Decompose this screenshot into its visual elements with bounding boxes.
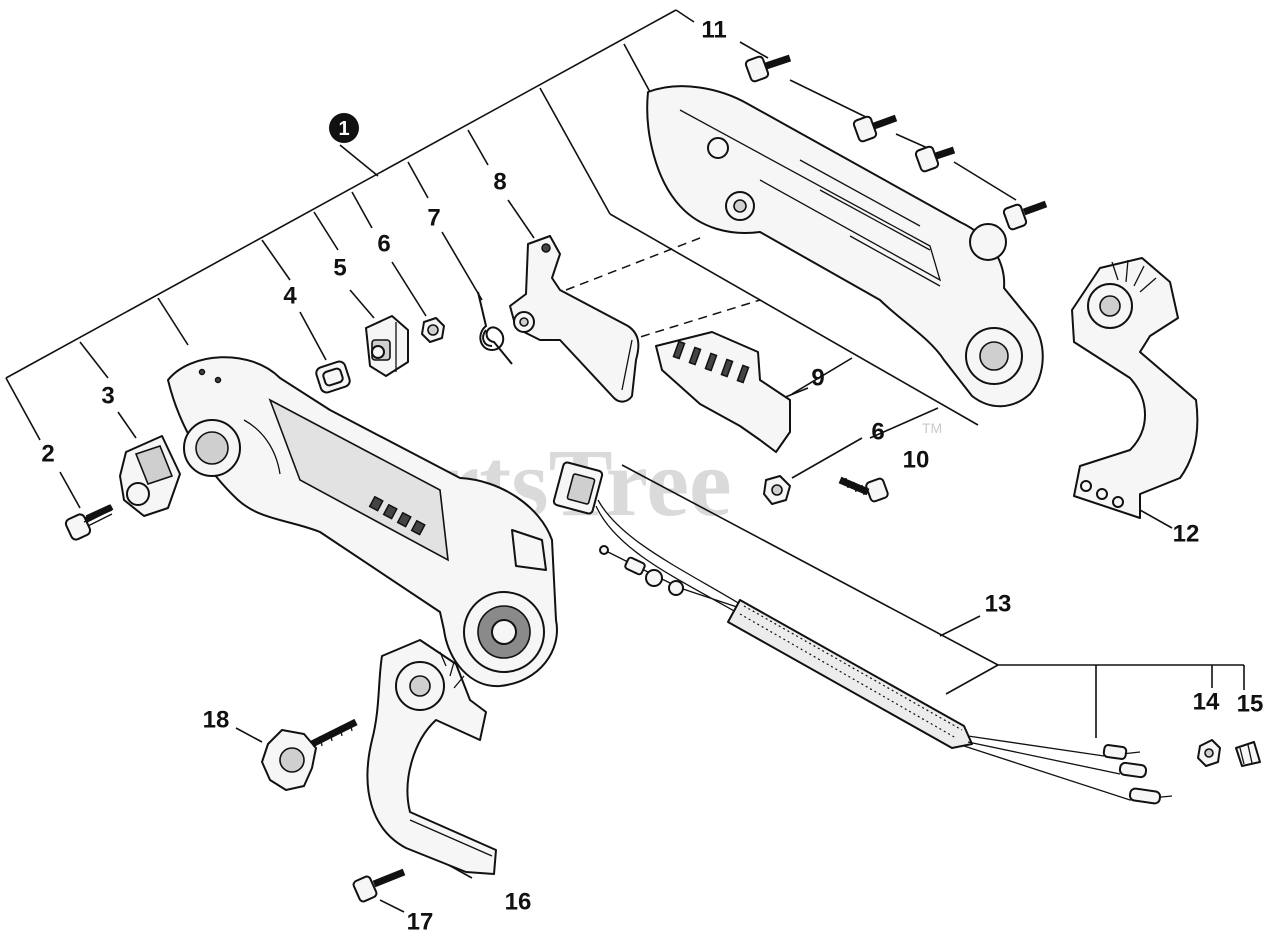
part-6-nut-lower [763,475,791,505]
callout-3: 3 [101,383,114,410]
part-6-nut-upper [421,317,445,343]
part-12-clamp-half [1071,257,1199,519]
callout-11: 11 [701,17,726,44]
callout-5: 5 [333,255,346,282]
watermark-trademark: TM [922,420,942,436]
callout-18: 18 [203,707,230,734]
callout-8: 8 [493,169,506,196]
part-5-switch [365,315,409,377]
callout-6-upper: 6 [377,231,390,258]
callout-17: 17 [407,909,434,936]
handle-housing-left [167,356,558,688]
alignment-dashed-lines [565,237,761,351]
assembly-marker [329,113,359,143]
callout-9: 9 [811,365,824,392]
callout-15: 15 [1237,691,1264,718]
part-3-throttle-lock [119,435,181,517]
part-4-gasket [315,360,351,394]
callout-labels: 1 2 3 4 5 6 7 8 9 6 10 11 12 13 14 15 16… [41,17,1263,936]
part-13-wire-harness [552,461,1173,805]
callout-7: 7 [427,205,440,232]
part-2-screw [64,504,114,541]
assembly-bracket-lines [5,9,979,441]
callout-1: 1 [338,118,349,140]
part-11-screws [744,54,1048,231]
callout-16: 16 [505,889,532,916]
callout-10: 10 [903,447,930,474]
callout-6-lower: 6 [871,419,884,446]
callout-13: 13 [985,591,1012,618]
part-7-spring [477,291,513,365]
callout-14: 14 [1193,689,1220,716]
part-8-throttle-trigger [509,235,640,403]
part-9-wire-holder [655,331,791,453]
callout-2: 2 [41,441,54,468]
part-14-nut [1197,739,1221,767]
part-10-screw [838,476,889,503]
callout-12: 12 [1173,521,1200,548]
leader-lines [59,41,1245,913]
part-16-clamp-lower [366,639,497,875]
part-11-handle-housing-right [646,85,1044,408]
callout-4: 4 [283,283,297,310]
part-18-knob-bolt [261,718,358,791]
part-15-connector-cap [1235,741,1261,767]
part-17-screw [352,868,406,903]
